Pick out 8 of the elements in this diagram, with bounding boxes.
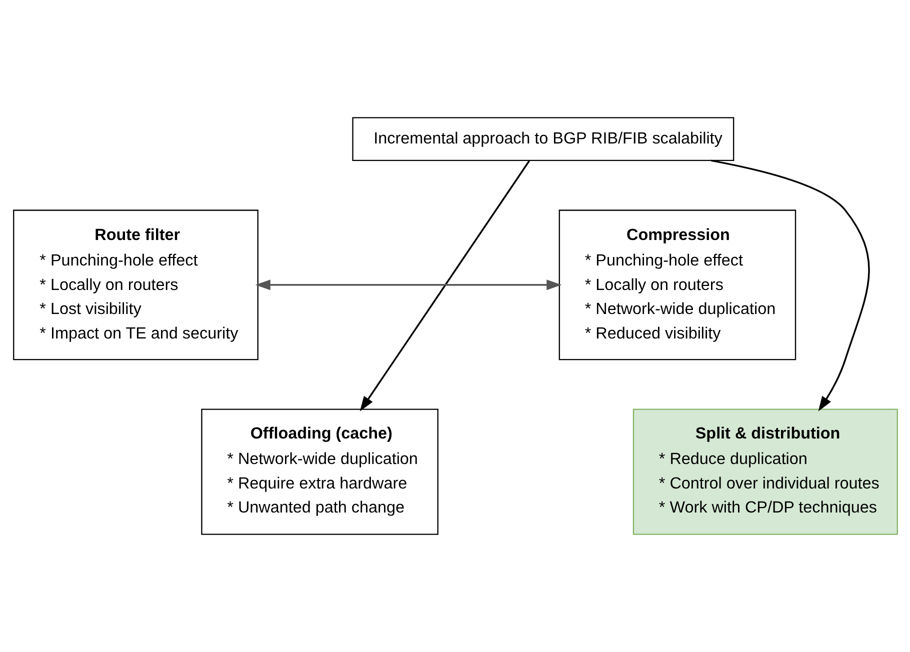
arrow [710, 160, 870, 412]
arrow [359, 160, 530, 412]
node-box: Offloading (cache) * Network-wide duplication * Require extra hardware * Unwanted path change [200, 408, 438, 535]
node-box: Incremental approach to BGP RIB/FIB scalability [352, 117, 734, 162]
node-box: Compression * Punching-hole effect * Locally on routers * Network-wide duplication * Reduced visibility [558, 210, 796, 360]
node-box: Split & distribution * Reduce duplication * Control over individual routes * Work with CP/DP techniques [632, 408, 898, 535]
node-box: Route filter * Punching-hole effect * Locally on routers * Lost visibility * Impact on TE and security [12, 210, 258, 360]
arrow [254, 280, 562, 290]
